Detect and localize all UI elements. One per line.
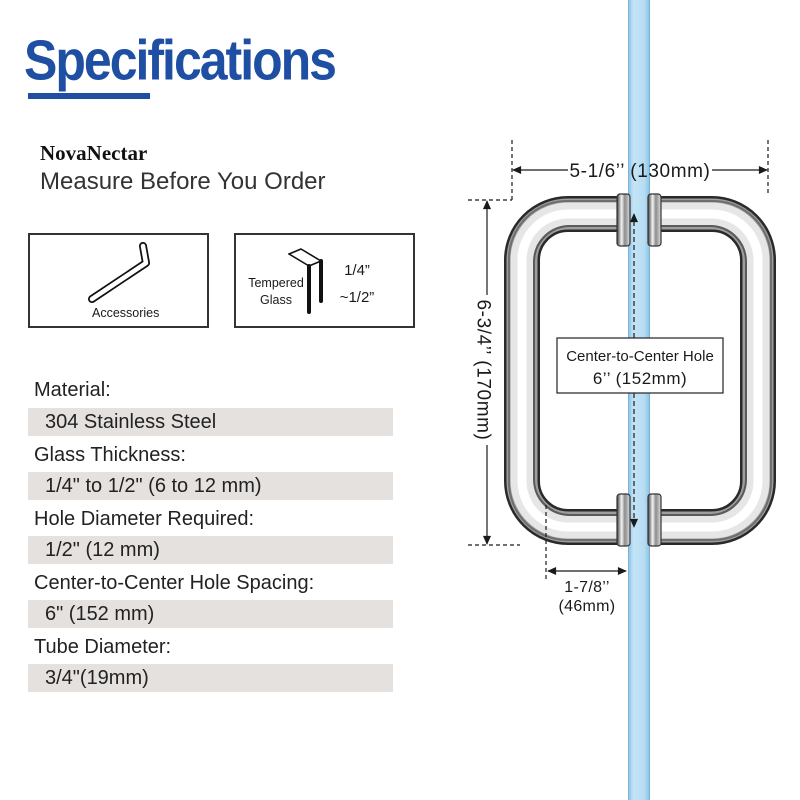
tempered-label: Tempered — [248, 276, 304, 290]
spec-bar-hole-diameter: 1/2" (12 mm) — [28, 536, 393, 564]
accessories-label: Accessories — [92, 306, 159, 320]
spec-label-tube-diameter: Tube Diameter: — [34, 636, 172, 658]
page-title: Specifications — [24, 28, 337, 92]
post-top-right — [647, 193, 662, 247]
offset-dimension-value: 1-7/8’’ — [564, 579, 609, 596]
spec-label-hole-diameter: Hole Diameter Required: — [34, 508, 255, 530]
spec-label-glass-thickness: Glass Thickness: — [34, 444, 186, 466]
brand-name: NovaNectar — [40, 141, 148, 165]
spec-value-material: 304 Stainless Steel — [45, 411, 217, 433]
post-bottom-right — [647, 493, 662, 547]
center-dimension-box — [556, 337, 724, 394]
spec-bar-tube-diameter: 3/4"(19mm) — [28, 664, 393, 692]
spec-value-hole-diameter: 1/2" (12 mm) — [45, 539, 160, 561]
spec-label-hole-spacing: Center-to-Center Hole Spacing: — [34, 572, 315, 594]
glass-panel — [628, 0, 650, 800]
title-underline — [28, 93, 150, 99]
spec-bar-hole-spacing: 6" (152 mm) — [28, 600, 393, 628]
width-dimension-lines — [511, 140, 769, 200]
height-dimension-lines — [468, 199, 520, 546]
spec-value-tube-diameter: 3/4"(19mm) — [45, 667, 149, 689]
tagline: Measure Before You Order — [40, 168, 326, 195]
accessories-box: Accessories — [28, 233, 209, 328]
post-top-left — [616, 193, 631, 247]
spec-bar-glass-thickness: 1/4" to 1/2" (6 to 12 mm) — [28, 472, 393, 500]
spec-value-hole-spacing: 6" (152 mm) — [45, 603, 155, 625]
spec-bar-material: 304 Stainless Steel — [28, 408, 393, 436]
tempered-glass-box: Tempered Glass 1/4” ~1/2” — [234, 233, 415, 328]
height-dimension-label: 6-3/4’’ (170mm) — [472, 300, 493, 441]
center-dimension-value: 6’’ (152mm) — [593, 369, 687, 388]
glass-thickness-min: 1/4” — [344, 262, 370, 279]
glass-thickness-max: ~1/2” — [340, 289, 375, 306]
handle-dimension-diagram: 5-1/6’’ (130mm) 6-3/4’’ (170mm) Center-t… — [468, 0, 776, 800]
spec-label-material: Material: — [34, 379, 111, 401]
spec-value-glass-thickness: 1/4" to 1/2" (6 to 12 mm) — [45, 475, 262, 497]
offset-dimension-lines — [545, 505, 627, 582]
tempered-glass-box-art: Tempered Glass 1/4” ~1/2” — [248, 248, 375, 314]
center-dimension-title: Center-to-Center Hole — [566, 348, 714, 365]
accessories-box-art: Accessories — [88, 242, 159, 320]
mounting-posts — [616, 193, 662, 547]
glass-panel-icon — [288, 248, 323, 314]
allen-key-icon — [88, 242, 150, 303]
glass-label: Glass — [260, 293, 292, 307]
offset-dimension-metric: (46mm) — [559, 598, 616, 615]
post-bottom-left — [616, 493, 631, 547]
width-dimension-label: 5-1/6’’ (130mm) — [570, 161, 711, 182]
